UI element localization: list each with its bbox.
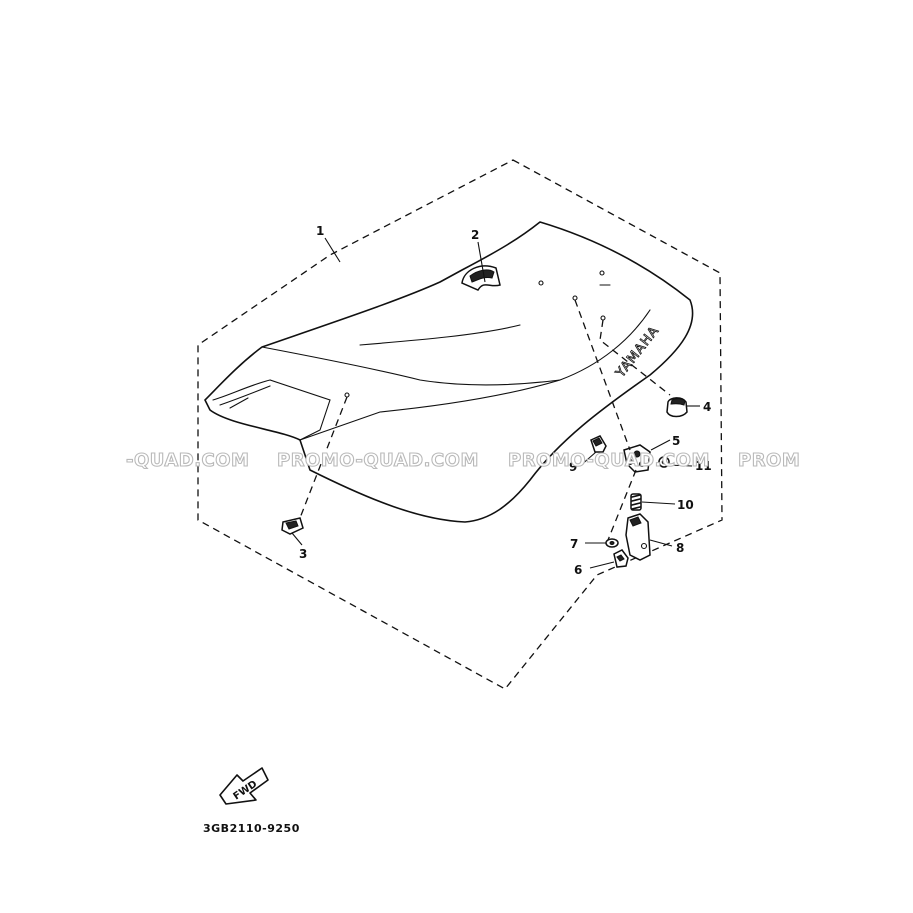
part-8-latch [625,513,651,561]
drawing-code: 3GB2110-9250 [203,822,300,835]
forward-arrow-icon: FWD [219,767,269,805]
callout-9: 9 [569,460,577,474]
watermark: -QUAD.COM PROMO-QUAD.COM PROMO-QUAD.COM … [125,449,800,471]
callout-8: 8 [676,541,684,555]
callout-11: 11 [695,459,712,473]
watermark-segment-1: -QUAD.COM [126,450,249,471]
watermark-segment-4: PROM [738,450,800,471]
callout-3: 3 [299,547,307,561]
part-3-grommet [281,517,304,535]
callout-4: 4 [703,400,711,414]
part-6-bolt [613,549,629,568]
part-11-clip [658,456,670,468]
callout-10: 10 [677,498,694,512]
callout-7: 7 [570,537,578,551]
callout-2: 2 [471,228,479,242]
part-7-washer [605,538,619,548]
part-9-bolt [590,435,607,453]
watermark-segment-2: PROMO-QUAD.COM [277,450,479,471]
part-4-damper [666,397,688,418]
callout-1: 1 [316,224,324,238]
assembly-boundary [197,159,723,690]
seat: YAMAHA [204,221,694,523]
seat-brand-label: YAMAHA [613,323,663,381]
part-5-lock-plate [623,444,651,473]
watermark-segment-3: PROMO-QUAD.COM [508,450,710,471]
part-10-spring [630,493,642,511]
callout-6: 6 [574,563,582,577]
callout-5: 5 [672,434,680,448]
part-2-strap [461,265,501,291]
callout-leaders [291,237,700,569]
install-guides [299,299,671,541]
callout-labels: 1 2 3 4 5 6 7 8 9 10 11 [299,224,712,577]
